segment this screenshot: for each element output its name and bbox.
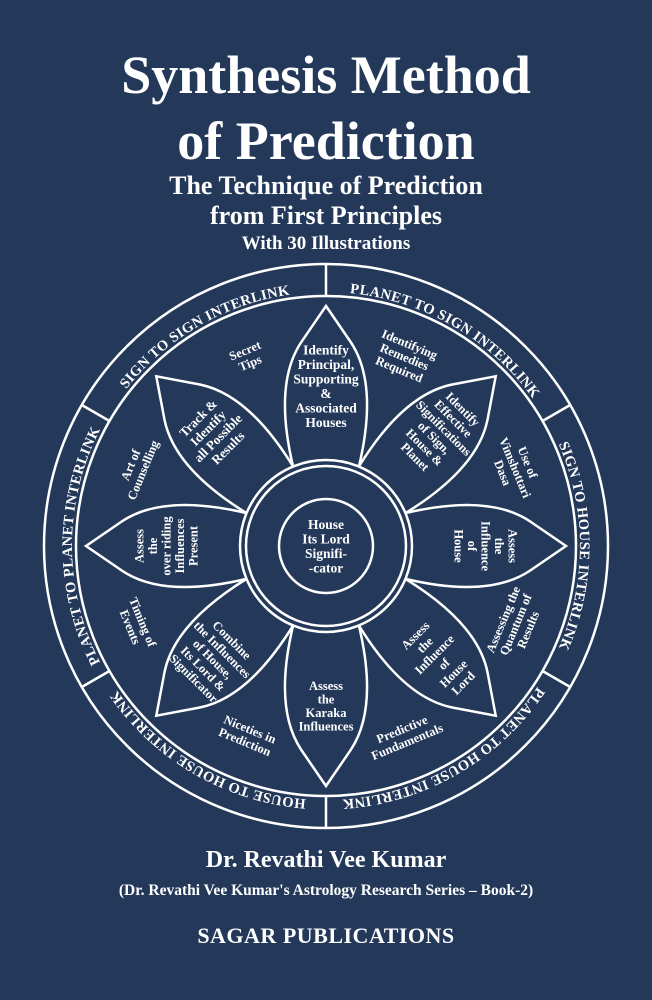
svg-text:-cator: -cator <box>309 561 343 576</box>
petal-outline <box>404 503 569 589</box>
svg-text:the: the <box>318 693 335 707</box>
svg-text:Assess: Assess <box>132 529 146 563</box>
title-line-1: Synthesis Method <box>121 45 531 105</box>
ring-divider <box>81 669 111 689</box>
ring-label: SIGN TO SIGN INTERLINK <box>117 283 291 392</box>
svg-text:Karaka: Karaka <box>306 706 348 720</box>
center-core-circle <box>277 497 375 595</box>
svg-text:Present: Present <box>186 525 200 566</box>
svg-text:the: the <box>492 538 506 555</box>
svg-text:Assess: Assess <box>309 679 343 693</box>
petal-outline <box>283 303 369 468</box>
subtitle-line-2: from First Principles <box>209 201 443 230</box>
svg-text:Influences: Influences <box>173 518 187 573</box>
author-name: Dr. Revathi Vee Kumar <box>205 847 447 873</box>
petal-outline <box>283 624 369 789</box>
ring-label: PLANET TO SIGN INTERLINK <box>349 281 543 401</box>
petal-outline <box>357 577 498 718</box>
ring-divider <box>541 403 571 423</box>
subtitle-line-1: The Technique of Prediction <box>169 171 483 200</box>
title-line-2: of Prediction <box>177 111 475 171</box>
svg-text:Associated: Associated <box>295 401 357 416</box>
center-outer-circle <box>238 458 414 634</box>
svg-text:House: House <box>308 517 344 532</box>
svg-text:of: of <box>465 541 479 552</box>
svg-text:Signifi-: Signifi- <box>305 546 347 561</box>
svg-text:Principal,: Principal, <box>298 357 355 372</box>
petal-label: IdentifyPrincipal,Supporting&AssociatedH… <box>293 342 359 430</box>
svg-text:Supporting: Supporting <box>293 371 359 386</box>
series-line: (Dr. Revathi Vee Kumar's Astrology Resea… <box>118 882 534 899</box>
ring-divider <box>81 403 111 423</box>
center-ring-label: 1. ANALYSIS 2. SYNTHESIS 3. PREDICTION <box>0 0 6 4</box>
svg-text:over riding: over riding <box>159 516 173 576</box>
svg-text:Influence: Influence <box>479 521 493 571</box>
svg-text:House: House <box>452 529 466 563</box>
svg-text:Influences: Influences <box>299 720 354 734</box>
svg-text:Houses: Houses <box>305 415 346 430</box>
svg-text:Its Lord: Its Lord <box>302 531 350 546</box>
petal-outline <box>154 374 295 515</box>
svg-text:Assess: Assess <box>506 529 520 563</box>
center-mid-circle <box>244 464 408 628</box>
svg-text:Identify: Identify <box>303 342 349 357</box>
petal-outline <box>154 577 295 718</box>
svg-text:&: & <box>320 386 331 401</box>
publisher-name: SAGAR PUBLICATIONS <box>197 923 455 948</box>
petal-outline <box>357 374 498 515</box>
svg-text:the: the <box>146 537 160 554</box>
petal-outline <box>83 503 248 589</box>
subtitle-line-3: With 30 Illustrations <box>241 233 411 254</box>
ring-divider <box>541 669 571 689</box>
